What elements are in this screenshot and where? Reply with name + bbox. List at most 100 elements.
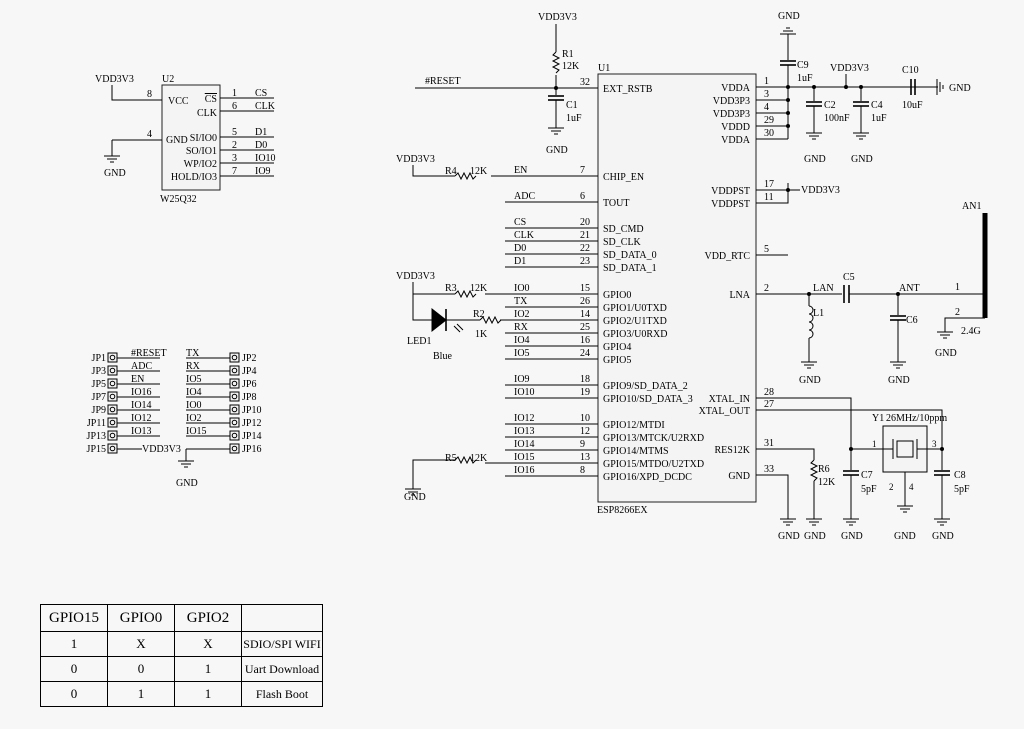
c1-ref: C1 (566, 100, 578, 111)
flash-gnd-net: GND (104, 168, 126, 179)
header-pin (107, 378, 118, 389)
table-cell: Flash Boot (241, 681, 323, 707)
header-pin-hole (109, 393, 116, 400)
flash-pin-num: 2 (232, 140, 237, 151)
table-cell: Uart Download (241, 656, 323, 682)
pin-number: 22 (580, 243, 590, 254)
pin-number: 9 (580, 439, 585, 450)
pin-number: 7 (580, 165, 585, 176)
flash-pin-name: SI/IO0 (190, 133, 217, 144)
header-pin (229, 352, 240, 363)
r3-ref: R3 (445, 283, 457, 294)
y1-gnd-label: GND (894, 531, 916, 542)
header-net-label: IO0 (186, 400, 202, 411)
y1-ref: Y1 (872, 413, 884, 424)
c1-value: 1uF (566, 113, 582, 124)
boot-mode-table: GPIO15 GPIO0 GPIO2 1 X X SDIO/SPI WIFI 0… (40, 604, 323, 707)
header-pin (229, 365, 240, 376)
header-pin-hole (109, 380, 116, 387)
header-pin-hole (109, 406, 116, 413)
c2-gnd-label: GND (804, 154, 826, 165)
r4-vdd-label: VDD3V3 (396, 154, 435, 165)
pin-number: 11 (764, 192, 774, 203)
header-net-label: IO2 (186, 413, 202, 424)
an1-pin1: 1 (955, 282, 960, 293)
header-jp-label: JP3 (92, 366, 106, 377)
table-cell: 1 (174, 681, 242, 707)
pin-number: 25 (580, 322, 590, 333)
pin-name: XTAL_OUT (699, 406, 750, 417)
an1-freq: 2.4G (961, 326, 981, 337)
table-cell: 0 (40, 656, 108, 682)
net-label: IO12 (514, 413, 535, 424)
header-pin (229, 443, 240, 454)
header-pin-hole (231, 354, 238, 361)
header-jp-label: JP10 (242, 405, 261, 416)
r1-value: 12K (562, 61, 580, 72)
an1-ref: AN1 (962, 201, 981, 212)
pin-name: SD_CLK (603, 237, 642, 248)
pin-name: VDDD (721, 122, 750, 133)
header-pin (229, 391, 240, 402)
pin-number: 15 (580, 283, 590, 294)
flash-net-label: IO9 (255, 166, 271, 177)
table-row: 0 1 1 Flash Boot (40, 681, 323, 707)
header-jp-label: JP11 (87, 418, 106, 429)
c9-value: 1uF (797, 73, 813, 84)
y1-pin: 1 (872, 439, 877, 449)
header-jp-label: JP7 (92, 392, 106, 403)
header-jp-label: JP14 (242, 431, 261, 442)
r4-ref: R4 (445, 166, 457, 177)
y1-pin: 2 (889, 482, 894, 492)
header-net-label: VDD3V3 (142, 444, 181, 455)
pin-name: SD_CMD (603, 224, 644, 235)
header-pin (229, 430, 240, 441)
pin-name: GPIO4 (603, 342, 631, 353)
header-net-label: IO4 (186, 387, 202, 398)
r3-vdd-label: VDD3V3 (396, 271, 435, 282)
pin-name: GPIO9/SD_DATA_2 (603, 381, 688, 392)
r4-value: 12K (470, 166, 488, 177)
flash-pin-num: 7 (232, 166, 237, 177)
pin-name: VDDA (721, 83, 751, 94)
reset-net-label: #RESET (425, 76, 461, 87)
header-jp-label: JP4 (242, 366, 256, 377)
header-net-label: IO5 (186, 374, 202, 385)
header-net-label: IO14 (131, 400, 152, 411)
lan-net-label: LAN (813, 283, 834, 294)
pin-number: 30 (764, 128, 774, 139)
header-net-label: IO16 (131, 387, 152, 398)
net-label: IO2 (514, 309, 530, 320)
net-label: IO10 (514, 387, 535, 398)
pin-number: 12 (580, 426, 590, 437)
pin-name: CHIP_EN (603, 172, 644, 183)
pin-name: GPIO5 (603, 355, 631, 366)
flash-chip-body (161, 84, 221, 191)
header-pin-hole (231, 380, 238, 387)
pin-number: 5 (764, 244, 769, 255)
r5-value: 12K (470, 453, 488, 464)
c8-gnd-label: GND (932, 531, 954, 542)
table-cell: 1 (174, 656, 242, 682)
header-net-label: #RESET (131, 348, 167, 359)
header-net-label: IO12 (131, 413, 152, 424)
net-label: D0 (514, 243, 526, 254)
c6-ref: C6 (906, 315, 918, 326)
pin-name: VDDA (721, 135, 751, 146)
net-label: ADC (514, 191, 535, 202)
pin-name: GPIO15/MTDO/U2TXD (603, 459, 704, 470)
c10-gnd-label: GND (949, 83, 971, 94)
table-cell: X (174, 631, 242, 657)
flash-pin-name: CS (205, 94, 217, 105)
pin-number: 10 (580, 413, 590, 424)
header-jp-label: JP8 (242, 392, 256, 403)
pin-number: 8 (580, 465, 585, 476)
c4-gnd-label: GND (851, 154, 873, 165)
header-pin-hole (231, 367, 238, 374)
table-header: GPIO0 (107, 604, 175, 632)
pin-number: 28 (764, 387, 774, 398)
header-pin (107, 352, 118, 363)
pin-name: XTAL_IN (709, 394, 750, 405)
net-label: RX (514, 322, 529, 333)
